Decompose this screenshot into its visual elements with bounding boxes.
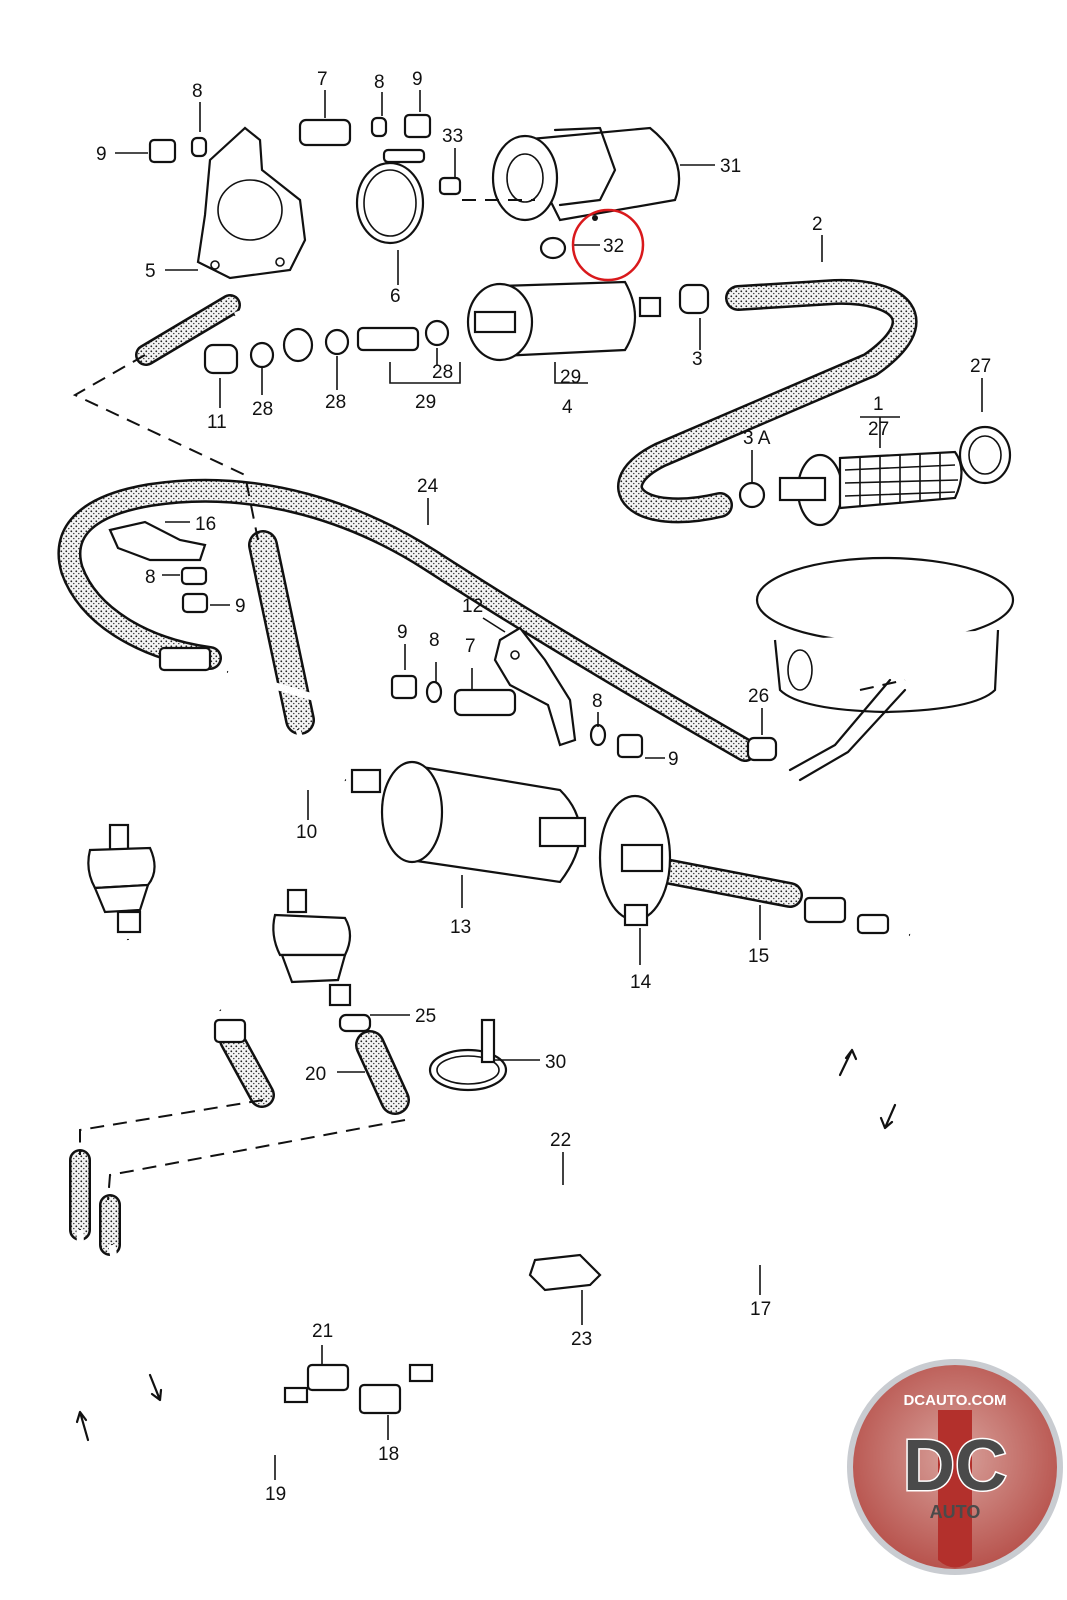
part-label: 4 [562, 397, 573, 418]
part-label: 8 [374, 72, 385, 93]
part-label: 5 [145, 261, 156, 282]
part-label: 28 [325, 392, 346, 413]
part-label: 29 [415, 392, 436, 413]
part-label: 2 [812, 214, 823, 235]
pump-bracket-5 [196, 126, 307, 280]
bracket-12 [493, 626, 577, 747]
part-label: 30 [545, 1052, 566, 1073]
part-labels: 8 7 8 9 9 33 31 32 2 5 6 3 11 28 28 28 2… [96, 69, 991, 1505]
hose-19-ends [69, 1149, 121, 1256]
fuel-tank-well [746, 556, 1015, 782]
clip-23 [528, 1253, 602, 1292]
part-label: 7 [317, 69, 328, 90]
part-label: 27 [970, 356, 991, 377]
part-label: 27 [868, 419, 889, 440]
part-label: 11 [207, 412, 227, 433]
part-label: 17 [750, 1299, 771, 1320]
connectors-18-21 [283, 1363, 434, 1415]
part-label: 3 [692, 349, 703, 370]
part-label: 12 [462, 596, 483, 617]
watermark-mark-text: DC [903, 1426, 1007, 1506]
fuel-pump-31 [491, 126, 681, 222]
part-label: 20 [305, 1064, 326, 1085]
part-label: 8 [592, 691, 603, 712]
flow-arrows [75, 1048, 897, 1442]
part-label: 31 [720, 156, 741, 177]
dashed-connectors [72, 199, 906, 1201]
in-tank-strainer [738, 425, 1012, 527]
fuel-filter-4 [466, 280, 710, 362]
part-label: 25 [415, 1006, 436, 1027]
part-label: 14 [630, 972, 652, 993]
part-label: 9 [668, 749, 679, 770]
part-label: 8 [192, 81, 203, 102]
hose-15 [647, 857, 803, 908]
part-label: 9 [412, 69, 423, 90]
hose-20 [355, 1030, 410, 1115]
part-label: 9 [96, 144, 107, 165]
part-label: 28 [252, 399, 273, 420]
part-label: 7 [465, 636, 476, 657]
part-label-highlighted: 32 [603, 236, 624, 257]
highlight-circle-32 [571, 208, 645, 282]
clamp-30 [428, 1018, 508, 1092]
part-label: 9 [235, 596, 246, 617]
part-label: 26 [748, 686, 769, 707]
part-label: 23 [571, 1329, 592, 1350]
part-label: 18 [378, 1444, 399, 1465]
fittings [148, 113, 890, 1044]
fuel-filter-13 [350, 760, 672, 927]
part-label: 29 [560, 367, 581, 388]
fuel-lines [76, 286, 996, 1474]
bracket-16 [108, 520, 207, 562]
part-label: 24 [417, 476, 439, 497]
hose-2 [617, 278, 918, 524]
watermark-sub-text: AUTO [930, 1502, 981, 1522]
part-label: 1 [873, 394, 884, 415]
watermark-site-text: DCAUTO.COM [903, 1392, 1006, 1409]
part-label: 21 [312, 1321, 333, 1342]
part-label: 6 [390, 286, 401, 307]
part-label: 15 [748, 946, 769, 967]
part-label: 9 [397, 622, 408, 643]
part-label: 8 [145, 567, 156, 588]
dcauto-watermark-logo: DCAUTO.COM DC AUTO [847, 1359, 1063, 1575]
hose-top-left [135, 294, 241, 366]
part-label: 22 [550, 1130, 571, 1151]
pressure-regulator-20 [272, 888, 372, 1033]
hose-left-reg [219, 1027, 275, 1108]
part-label: 13 [450, 917, 471, 938]
part-label: 28 [432, 362, 453, 383]
part-label: 10 [296, 822, 317, 843]
hose-24 [57, 478, 757, 762]
clamp-ring-6 [355, 148, 426, 245]
part-label: 3 A [743, 428, 771, 449]
leader-lines [115, 90, 983, 1480]
part-label: 8 [429, 630, 440, 651]
part-label: 33 [442, 126, 463, 147]
pressure-regulator-left [87, 823, 156, 934]
part-label: 19 [265, 1484, 286, 1505]
part-label: 16 [195, 514, 216, 535]
